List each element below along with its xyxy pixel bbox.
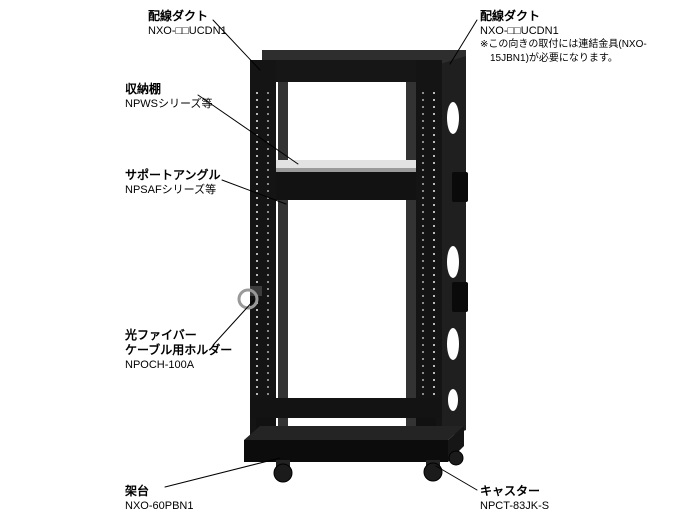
support-angle-title: サポートアングル — [125, 168, 221, 182]
leader-lines — [164, 19, 478, 491]
fiber-holder-title-line1: 光ファイバー — [125, 328, 197, 342]
label-fiber-holder: 光ファイバー ケーブル用ホルダー NPOCH-100A — [125, 328, 232, 372]
fiber-holder-model: NPOCH-100A — [125, 359, 195, 371]
base-title: 架台 — [125, 484, 150, 498]
label-duct-left: 配線ダクト NXO-□□UCDN1 — [148, 9, 227, 38]
label-caster: キャスター NPCT-83JK-S — [480, 484, 549, 513]
caster-title: キャスター — [480, 484, 541, 498]
caster-model: NPCT-83JK-S — [480, 500, 550, 512]
shelf-model: NPWSシリーズ等 — [125, 98, 213, 110]
duct-right-model: NXO-□□UCDN1 — [480, 25, 559, 37]
shelf-part — [276, 160, 416, 200]
duct-right-title: 配線ダクト — [480, 9, 541, 23]
fiber-holder-title-line2: ケーブル用ホルダー — [125, 343, 233, 357]
duct-left-title: 配線ダクト — [148, 9, 209, 23]
shelf-title: 収納棚 — [125, 82, 162, 96]
support-angle-model: NPSAFシリーズ等 — [125, 184, 217, 196]
fiber-holder-part — [237, 286, 262, 310]
label-shelf: 収納棚 NPWSシリーズ等 — [125, 82, 212, 111]
base-model: NXO-60PBN1 — [125, 500, 194, 512]
label-support-angle: サポートアングル NPSAFシリーズ等 — [125, 168, 221, 197]
duct-right-note-line2: 15JBN1)が必要になります。 — [490, 53, 618, 65]
label-base: 架台 NXO-60PBN1 — [125, 484, 193, 513]
duct-right-note-line1: ※この向きの取付には連結金具(NXO- — [480, 39, 647, 51]
duct-left-model: NXO-□□UCDN1 — [148, 25, 227, 37]
rack-frame — [237, 50, 468, 483]
caster-parts — [273, 450, 464, 483]
base-part — [244, 426, 464, 462]
label-duct-right: 配線ダクト NXO-□□UCDN1 ※この向きの取付には連結金具(NXO- 15… — [480, 9, 647, 66]
